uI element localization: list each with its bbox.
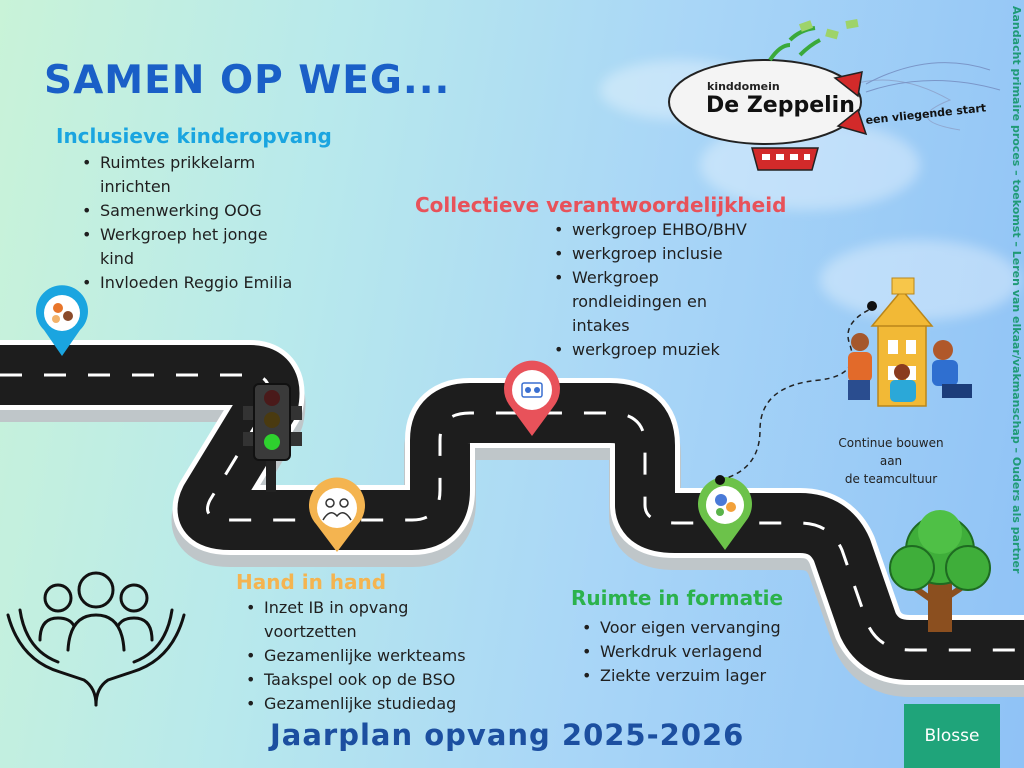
list-item: Inzet IB in opvang — [238, 596, 498, 620]
list-ruimte: Voor eigen vervanging Werkdruk verlagend… — [574, 616, 814, 688]
cloud — [820, 240, 1020, 320]
heading-inclusieve: Inclusieve kinderopvang — [56, 124, 332, 148]
logo-line2: De Zeppelin — [706, 93, 855, 118]
list-item: Voor eigen vervanging — [574, 616, 814, 640]
list-inclusieve: Ruimtes prikkelarm inrichten Samenwerkin… — [74, 151, 324, 295]
list-item: Ruimtes prikkelarm — [74, 151, 324, 175]
list-hand-in-hand: Inzet IB in opvang voortzetten Gezamenli… — [238, 596, 498, 716]
pin-inclusieve-icon — [36, 285, 89, 356]
pin-collectief-icon — [504, 360, 560, 436]
list-collectief: werkgroep EHBO/BHV werkgroep inclusie We… — [546, 218, 786, 362]
list-item: Werkgroep — [546, 266, 786, 290]
list-item: werkgroep EHBO/BHV — [546, 218, 786, 242]
list-item: Werkdruk verlagend — [574, 640, 814, 664]
vertical-themes: Aandacht primaire proces – toekomst – Le… — [1010, 6, 1023, 574]
list-item: werkgroep inclusie — [546, 242, 786, 266]
team-caption: Continue bouwen aan de teamcultuur — [826, 434, 956, 488]
pin-ruimte-icon — [698, 477, 753, 550]
list-item: rondleidingen en — [572, 292, 707, 311]
list-item: Ziekte verzuim lager — [574, 664, 814, 688]
heading-ruimte: Ruimte in formatie — [571, 586, 784, 610]
list-item: Invloeden Reggio Emilia — [74, 271, 324, 295]
traffic-light-icon — [243, 383, 302, 492]
pin-hand-in-hand-icon — [309, 477, 365, 552]
logo-line1: kinddomein — [707, 80, 780, 93]
list-item: intakes — [572, 316, 630, 335]
caption-line: Continue bouwen aan — [838, 436, 944, 468]
tree-icon — [889, 510, 991, 632]
team-building-house-icon — [848, 277, 972, 407]
hands-holding-people-icon — [6, 571, 186, 707]
list-item: Samenwerking OOG — [74, 199, 324, 223]
blosse-logo: Blosse — [904, 704, 1000, 768]
list-item: voortzetten — [264, 622, 357, 641]
list-item: Gezamenlijke werkteams — [238, 644, 498, 668]
heading-hand-in-hand: Hand in hand — [236, 570, 387, 594]
list-item: inrichten — [100, 177, 171, 196]
list-item: kind — [100, 249, 135, 268]
zeppelin-logo: kinddomein De Zeppelin een vliegende sta… — [668, 19, 1001, 171]
logo-slogan: een vliegende start — [865, 101, 987, 127]
heading-collectief: Collectieve verantwoordelijkheid — [415, 193, 787, 217]
list-item: Taakspel ook op de BSO — [238, 668, 498, 692]
list-item: Gezamenlijke studiedag — [238, 692, 498, 716]
list-item: werkgroep muziek — [546, 338, 786, 362]
list-item: Werkgroep het jonge — [74, 223, 324, 247]
footer-title: Jaarplan opvang 2025-2026 — [270, 718, 745, 752]
page-title: SAMEN OP WEG... — [44, 58, 451, 103]
caption-line: de teamcultuur — [844, 472, 938, 486]
